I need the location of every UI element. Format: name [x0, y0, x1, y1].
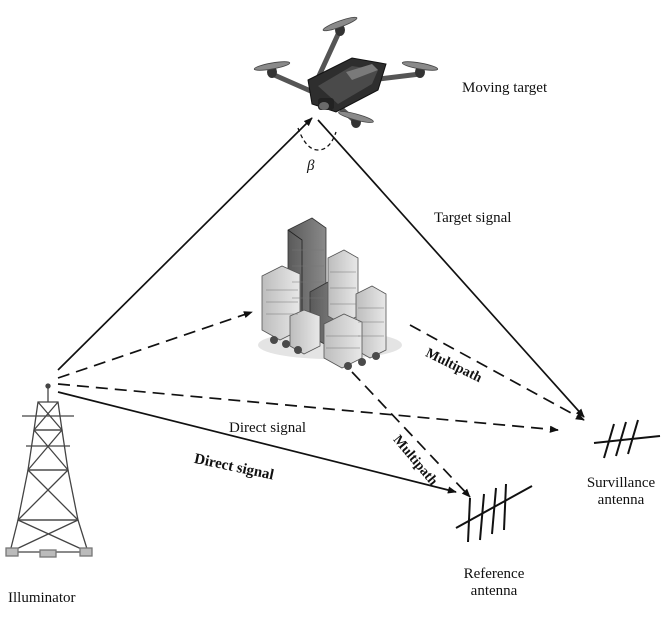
surveillance-label-line2: antenna: [597, 492, 645, 508]
direct-signal-upper-label: Direct signal: [229, 420, 307, 436]
signal-paths: [57, 117, 585, 498]
reference-label-line2: antenna: [470, 583, 518, 599]
reference-antenna-label: Reference antenna: [452, 566, 536, 600]
path-multipath-to-reference: [351, 371, 471, 498]
city-buildings-icon: [258, 217, 402, 370]
path-multipath-to-surveillance: [409, 324, 585, 421]
path-direct-signal-surveillance: [57, 383, 559, 433]
illuminator-label: Illuminator: [8, 590, 76, 606]
antenna-array-icon: [593, 419, 661, 459]
transmission-tower-icon: [5, 383, 93, 558]
reference-label-line1: Reference: [463, 566, 525, 582]
beta-angle-arc: [297, 127, 337, 151]
path-target-signal: [317, 119, 585, 418]
antenna-array-icon: [455, 483, 533, 543]
drone-icon: [253, 16, 439, 128]
moving-target-label: Moving target: [462, 80, 548, 96]
surveillance-antenna-label: Survillance antenna: [578, 475, 664, 509]
path-illuminator-to-target: [57, 117, 313, 371]
beta-angle-label: β: [307, 158, 315, 174]
path-direct-signal-reference: [57, 391, 457, 494]
path-multipath-to-buildings: [57, 311, 253, 379]
target-signal-label: Target signal: [434, 210, 512, 226]
surveillance-label-line1: Survillance: [586, 475, 656, 491]
